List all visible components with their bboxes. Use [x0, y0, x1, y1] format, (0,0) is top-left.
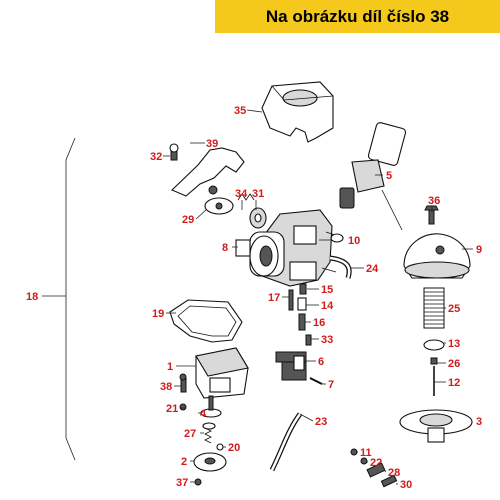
callout-23: 23	[315, 416, 327, 428]
callout-31: 31	[252, 188, 264, 200]
callout-32: 32	[150, 151, 162, 163]
part-35-cover	[261, 81, 334, 143]
callout-20: 20	[228, 442, 240, 454]
part-6-solenoid-block	[275, 351, 307, 381]
group-bracket	[65, 137, 76, 461]
callout-13: 13	[448, 338, 460, 350]
callout-33: 33	[321, 334, 333, 346]
banner-text: Na obrázku díl číslo 38	[265, 6, 450, 26]
leader-lines	[163, 109, 473, 485]
part-1-float-bowl	[195, 347, 249, 399]
callout-8: 8	[222, 242, 228, 254]
callout-26: 26	[448, 358, 460, 370]
part-38-bowl-screw	[179, 373, 187, 393]
part-11-screw	[350, 448, 358, 456]
part-25-spring	[423, 287, 445, 329]
part-24-hose-inner	[329, 256, 351, 279]
part-29-diaphragm-plate	[204, 197, 234, 215]
callout-14: 14	[321, 300, 334, 312]
part-14-jet	[297, 297, 307, 311]
part-9-vacuum-cover	[403, 233, 471, 279]
callout-27: 27	[184, 428, 196, 440]
carburetor-body	[235, 209, 339, 287]
part-17-screw	[288, 289, 294, 311]
callout-15: 15	[321, 284, 333, 296]
callout-25: 25	[448, 303, 460, 315]
callout-22: 22	[370, 457, 382, 469]
callout-35: 35	[234, 105, 246, 117]
part-39-throttle-bracket	[169, 143, 245, 197]
part-7-pin	[309, 377, 323, 385]
part-16-needle-jet	[298, 313, 306, 331]
callout-7: 7	[328, 379, 334, 391]
part-30-screw	[380, 474, 398, 488]
callout-38: 38	[160, 381, 172, 393]
part-27-spring	[202, 422, 216, 444]
callout-29: 29	[182, 214, 194, 226]
callout-21: 21	[166, 403, 178, 415]
callout-11: 11	[360, 447, 372, 459]
part-2-drain-plug	[193, 452, 227, 472]
part-23-fuel-hose	[269, 412, 303, 472]
callout-19: 19	[152, 308, 164, 320]
part-36-screw	[424, 205, 439, 225]
callout-4: 4	[200, 408, 207, 420]
callout-10: 10	[348, 235, 360, 247]
part-number-banner: Na obrázku díl číslo 38	[215, 0, 500, 33]
part-21-screw	[179, 403, 187, 411]
part-20-o-ring	[216, 443, 224, 451]
callout-17: 17	[268, 292, 280, 304]
part-22-washer	[360, 457, 368, 465]
callout-24: 24	[366, 263, 379, 275]
callout-12: 12	[448, 377, 460, 389]
callout-28: 28	[388, 467, 400, 479]
callout-2: 2	[181, 456, 187, 468]
callout-36: 36	[428, 195, 440, 207]
callout-37: 37	[176, 477, 188, 489]
part-4-float	[200, 395, 222, 418]
part-10-o-ring	[330, 233, 344, 243]
callout-18: 18	[26, 291, 38, 303]
callout-34: 34	[235, 188, 248, 200]
part-13-needle-retainer	[423, 339, 445, 351]
part-19-float-gasket	[169, 299, 243, 343]
part-37-screw	[194, 478, 202, 486]
callout-6: 6	[318, 356, 324, 368]
callout-3: 3	[476, 416, 482, 428]
callout-39: 39	[206, 138, 218, 150]
callout-30: 30	[400, 479, 412, 491]
callout-1: 1	[167, 361, 173, 373]
part-31-seal	[249, 207, 267, 229]
callout-16: 16	[313, 317, 325, 329]
callout-9: 9	[476, 244, 482, 256]
part-3-diaphragm-slide	[399, 409, 473, 443]
part-28-adjust-screw	[366, 462, 386, 478]
part-34-spring	[208, 185, 255, 201]
part-26-clip	[430, 357, 438, 365]
part-33-jet	[305, 334, 312, 346]
callout-labels: 35 39 32 34 31 5 29 36 8 10 9 24 18 15 1…	[26, 105, 482, 491]
callout-5: 5	[386, 170, 392, 182]
part-15-jet	[299, 283, 307, 295]
part-5-auto-choke	[339, 122, 407, 231]
